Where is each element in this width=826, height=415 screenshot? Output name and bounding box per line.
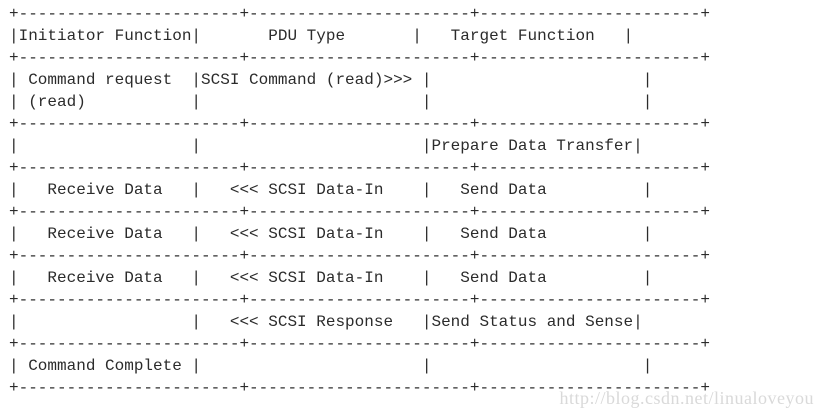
table-row-line: | Command request |SCSI Command (read)>>… — [9, 71, 653, 89]
table-row-line: | Receive Data | <<< SCSI Data-In | Send… — [9, 269, 653, 287]
table-row-line: | Receive Data | <<< SCSI Data-In | Send… — [9, 225, 653, 243]
table-border-line: +-----------------------+---------------… — [9, 335, 710, 353]
table-border-line: +-----------------------+---------------… — [9, 5, 710, 23]
table-border-line: +-----------------------+---------------… — [9, 203, 710, 221]
table-border-line: +-----------------------+---------------… — [9, 379, 710, 397]
table-row-line: | | <<< SCSI Response |Send Status and S… — [9, 313, 643, 331]
table-row-line: |Initiator Function| PDU Type | Target F… — [9, 27, 634, 45]
table-row-line: | Receive Data | <<< SCSI Data-In | Send… — [9, 181, 653, 199]
ascii-pdu-table: +-----------------------+---------------… — [9, 3, 710, 399]
table-border-line: +-----------------------+---------------… — [9, 49, 710, 67]
table-border-line: +-----------------------+---------------… — [9, 247, 710, 265]
table-border-line: +-----------------------+---------------… — [9, 115, 710, 133]
table-row-line: | Command Complete | | | — [9, 357, 653, 375]
table-border-line: +-----------------------+---------------… — [9, 159, 710, 177]
table-row-line: | | |Prepare Data Transfer| — [9, 137, 643, 155]
table-border-line: +-----------------------+---------------… — [9, 291, 710, 309]
table-row-line: | (read) | | | — [9, 93, 653, 111]
watermark-url: http://blog.csdn.net/linualoveyou — [559, 388, 814, 408]
